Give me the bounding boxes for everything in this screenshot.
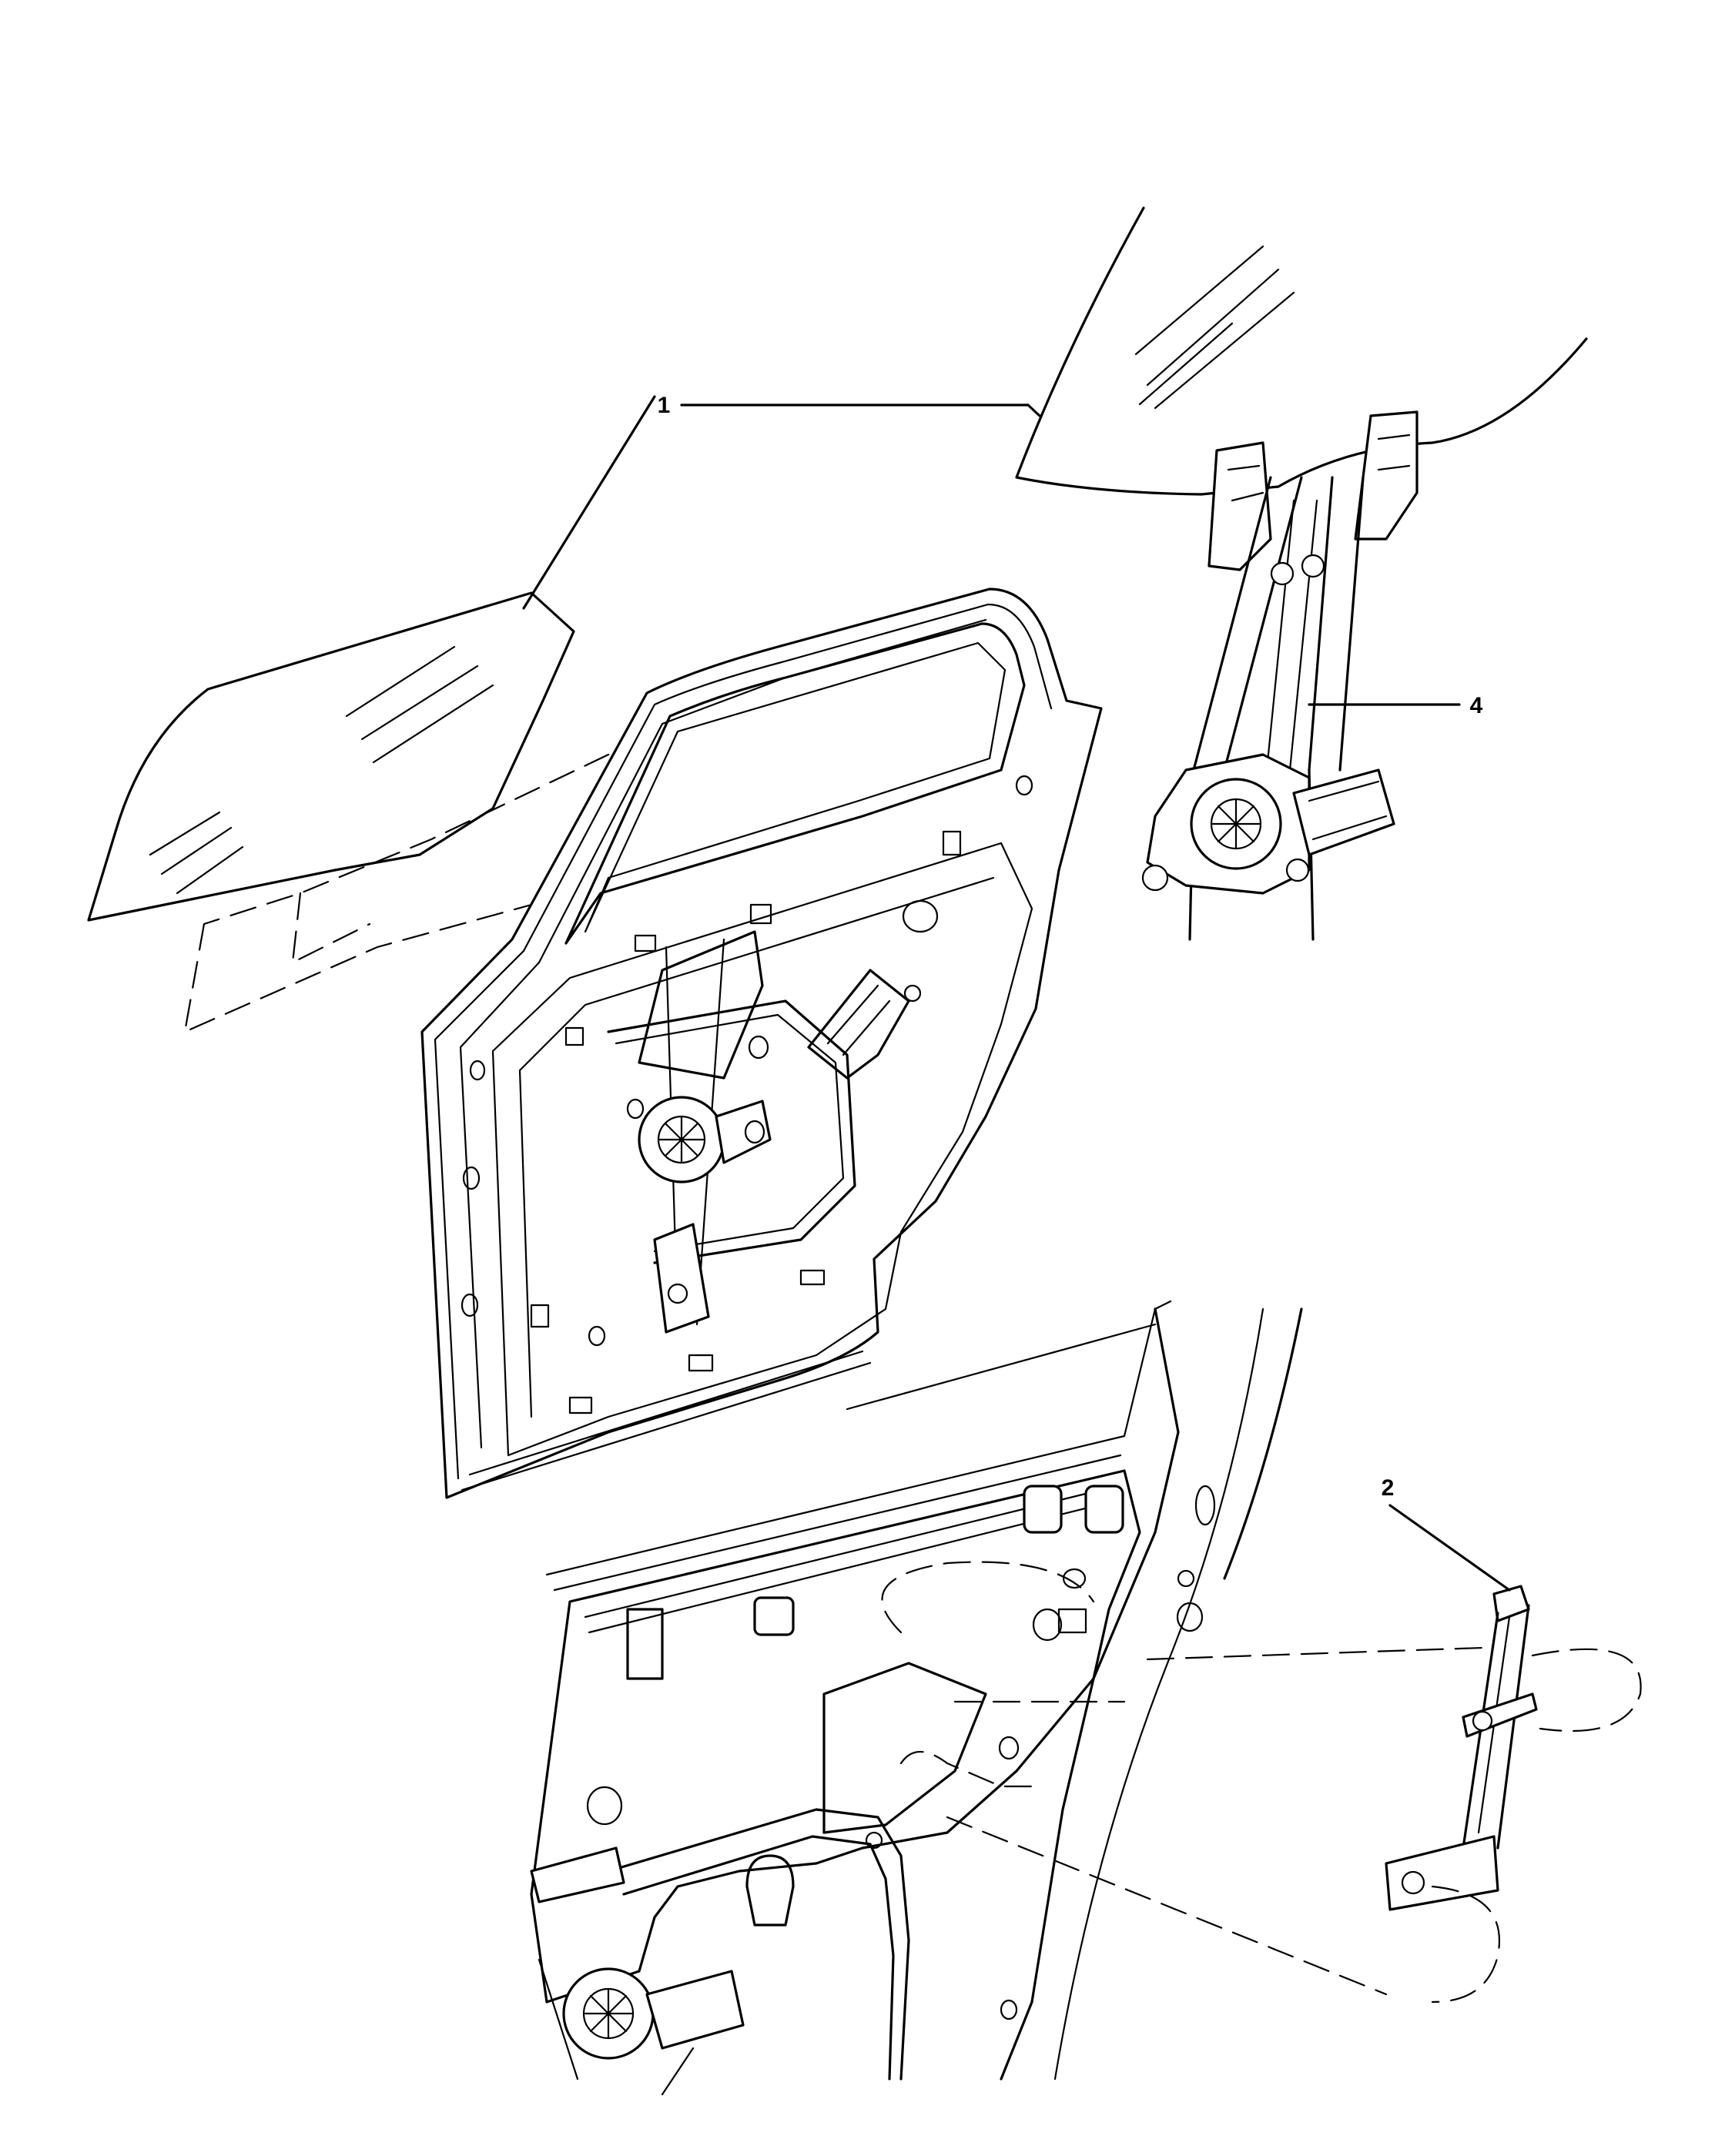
- callout-label-1: 1: [658, 393, 671, 418]
- door-glass-right: [1015, 206, 1588, 496]
- callout-label-2: 2: [1382, 1475, 1395, 1501]
- assembly-dashed-lines: [946, 1646, 1484, 1996]
- window-regulator-assembly: [1141, 410, 1419, 941]
- leader-lines: [522, 395, 1511, 1592]
- callout-label-4: 4: [1470, 693, 1483, 718]
- rear-door-shell: [420, 588, 1103, 1499]
- glass-run-channel: [1385, 1585, 1642, 2004]
- door-inner-panel-detail: [530, 1300, 1303, 2096]
